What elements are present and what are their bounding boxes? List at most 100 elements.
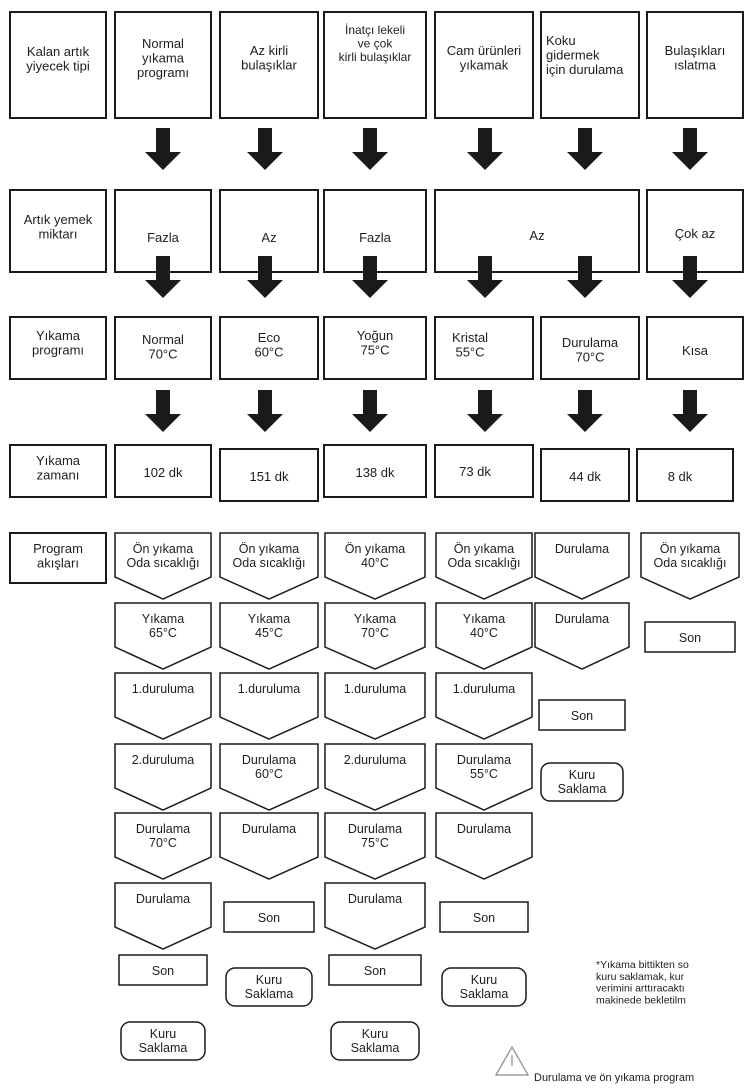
down-arrow-icon	[467, 128, 503, 170]
flow-step-end-box	[538, 699, 626, 731]
down-arrow-icon	[567, 390, 603, 432]
flow-step-label: 1.duruluma	[344, 682, 407, 696]
flow-step-chevron	[640, 532, 740, 600]
program-cell-box	[540, 316, 640, 380]
header-cell-box	[540, 11, 640, 119]
flow-step-chevron	[114, 532, 212, 600]
program-cell-box	[646, 316, 744, 380]
flow-step-chevron	[435, 532, 533, 600]
flow-step-dry-storage-box	[225, 967, 313, 1007]
down-arrow-icon	[247, 390, 283, 432]
flow-step-chevron	[219, 672, 319, 740]
header-cell-box	[434, 11, 534, 119]
time-cell-intensive: 138 dk	[355, 465, 395, 480]
amount-cell-intensive: Fazla	[359, 230, 392, 245]
flow-step-label: 2.duruluma	[132, 753, 195, 767]
flow-step-chevron	[534, 532, 630, 600]
down-arrow-icon	[145, 128, 181, 170]
amount-cell-glass-and-rinse: Az	[529, 228, 544, 243]
flow-step-end-box	[328, 954, 422, 986]
time-cell-crystal: 73 dk	[459, 464, 491, 479]
flow-step-end-box	[439, 901, 529, 933]
flow-step-label: Durulama	[242, 822, 296, 836]
time-cell-normal: 102 dk	[143, 465, 183, 480]
flow-step-chevron	[114, 743, 212, 811]
time-cell-quick: 8 dk	[668, 469, 693, 484]
program-cell-box	[434, 316, 534, 380]
flow-step-chevron	[534, 602, 630, 670]
flow-step-chevron	[219, 602, 319, 670]
flow-step-chevron	[114, 672, 212, 740]
down-arrow-icon	[567, 128, 603, 170]
program-cell-box	[114, 316, 212, 380]
flow-step-label: Durulama	[136, 892, 190, 906]
flow-step-label: Son	[152, 964, 174, 978]
flow-step-label: Durulama	[555, 542, 609, 556]
time-row-label-box	[9, 444, 107, 498]
program-row-label-box	[9, 316, 107, 380]
flow-step-chevron	[114, 812, 212, 880]
flow-step-label: Durulama	[457, 822, 511, 836]
down-arrow-icon	[247, 128, 283, 170]
warning-note: Durulama ve ön yıkama program	[494, 1045, 694, 1084]
time-cell-box	[434, 444, 534, 498]
time-cell-box	[636, 448, 734, 502]
down-arrow-icon	[145, 390, 181, 432]
time-cell-box	[323, 444, 427, 498]
flow-step-chevron	[435, 672, 533, 740]
flow-step-chevron	[435, 602, 533, 670]
flow-step-chevron	[219, 532, 319, 600]
down-arrow-icon	[567, 256, 603, 298]
amount-cell-normal: Fazla	[147, 230, 180, 245]
flow-step-end-box	[118, 954, 208, 986]
time-cell-rinse: 44 dk	[569, 469, 601, 484]
flow-step-end-box	[644, 621, 736, 653]
down-arrow-icon	[672, 256, 708, 298]
flow-step-label: Durulama	[555, 612, 609, 626]
flow-step-dry-storage-box	[120, 1021, 206, 1061]
flow-step-dry-storage-box	[540, 762, 624, 802]
flow-step-dry-storage-box	[441, 967, 527, 1007]
flow-step-chevron	[219, 812, 319, 880]
flow-step-label: Durulama	[348, 892, 402, 906]
flow-step-end-box	[223, 901, 315, 933]
flow-step-label: 1.duruluma	[453, 682, 516, 696]
time-cell-box	[540, 448, 630, 502]
amount-row-label-box	[9, 189, 107, 273]
flow-step-label: 1.duruluma	[238, 682, 301, 696]
program-cell-box	[323, 316, 427, 380]
flow-step-chevron	[324, 743, 426, 811]
down-arrow-icon	[247, 256, 283, 298]
